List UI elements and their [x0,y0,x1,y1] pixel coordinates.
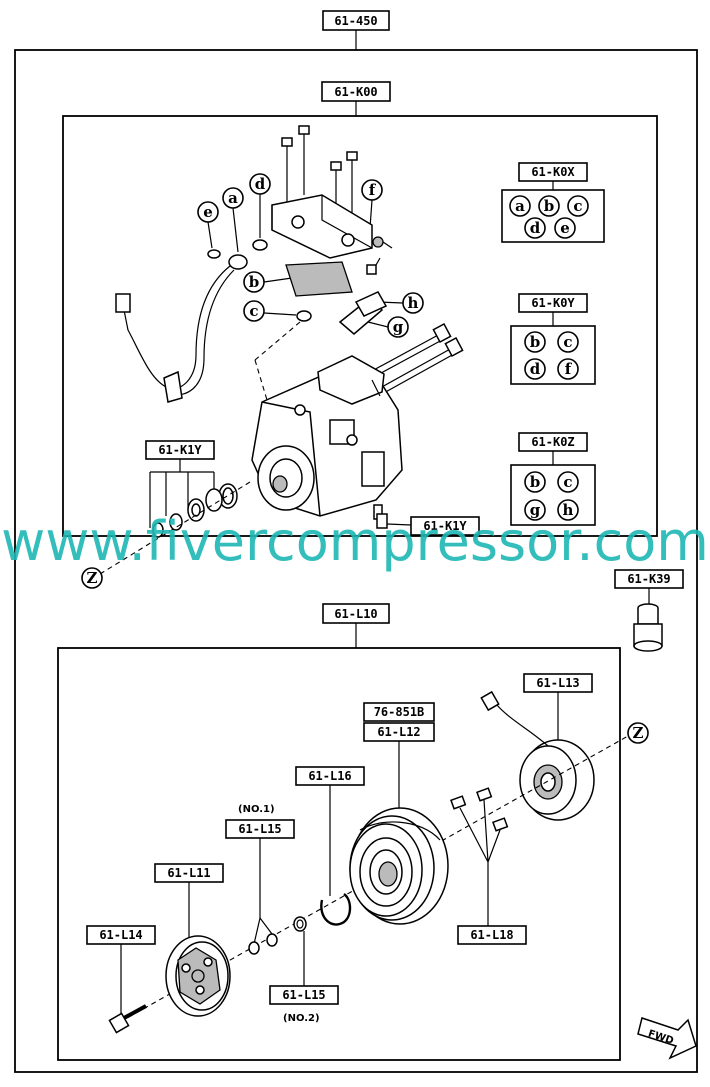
svg-text:61-K1Y: 61-K1Y [423,519,467,533]
label-kit-k1y-left[interactable]: 61-K1Y [145,440,215,460]
snapring-l16 [320,893,352,926]
compressor-group-frame [62,115,658,537]
svg-text:61-450: 61-450 [334,14,377,28]
shaft-seal-parts [99,459,251,575]
svg-text:61-L10: 61-L10 [334,607,377,621]
svg-text:61-K0X: 61-K0X [531,165,575,179]
svg-text:c: c [563,333,572,351]
kit-k0z-items: b c g h [524,471,579,521]
valve-block [271,194,393,259]
callout-g: g [367,316,409,338]
svg-text:f: f [369,181,377,199]
callout-d: d [249,173,271,238]
kit-k0y-items: b c d f [524,331,579,380]
svg-text:61-K1Y: 61-K1Y [158,443,202,457]
svg-text:61-K0Z: 61-K0Z [531,435,574,449]
label-hub-l11[interactable]: 61-L11 [154,863,224,944]
mounting-bolts [369,322,464,395]
svg-text:61-L11: 61-L11 [167,866,210,880]
callout-a: a [222,187,244,253]
note-no1: (NO.1) [238,804,275,815]
svg-text:Z: Z [87,569,98,587]
svg-text:61-L13: 61-L13 [536,676,579,690]
svg-text:61-L15: 61-L15 [282,988,325,1002]
drain-plug [376,513,412,529]
svg-text:76-851B: 76-851B [374,705,425,719]
kit-k0y[interactable]: 61-K0Y [510,293,596,385]
clutch-group-frame [57,647,621,1061]
callout-h: h [377,292,424,314]
callout-e: e [197,201,219,249]
label-compressor-group[interactable]: 61-K00 [321,81,391,102]
svg-text:61-L12: 61-L12 [377,725,420,739]
note-no2: (NO.2) [283,1013,320,1024]
fwd-arrow-icon: FWD [637,1017,697,1060]
svg-text:d: d [530,360,541,378]
svg-text:g: g [530,501,541,519]
svg-text:61-K39: 61-K39 [627,572,670,586]
label-shim-l15-no2[interactable]: 61-L15 [269,985,339,1005]
svg-text:b: b [249,273,260,291]
svg-text:61-L14: 61-L14 [99,928,142,942]
watermark: www.fivercompressor.com [1,510,709,573]
kit-k0z[interactable]: 61-K0Z [510,432,596,526]
callout-b: b [243,271,293,293]
plug-k39-part [633,603,663,652]
screws-l18 [450,787,509,926]
label-main-assembly[interactable]: 61-450 [322,10,390,31]
svg-text:c: c [249,302,258,320]
clutch-hub-l11 [165,935,231,1017]
oring-c [296,310,312,322]
svg-text:Z: Z [633,724,644,742]
thermal-sensor-wire [115,249,248,403]
svg-text:c: c [573,197,582,215]
label-bearing-l13[interactable]: 61-L13 [523,673,593,744]
svg-text:b: b [544,197,555,215]
svg-text:d: d [255,175,266,193]
pulley-l12 [349,807,449,925]
label-snapring-l16[interactable]: 61-L16 [295,766,365,896]
svg-text:61-L16: 61-L16 [308,769,351,783]
label-clutch-group[interactable]: 61-L10 [322,603,390,624]
label-bolt-l14[interactable]: 61-L14 [86,925,156,1020]
svg-text:b: b [530,473,541,491]
svg-text:a: a [228,189,238,207]
field-coil-l13 [480,690,595,821]
svg-text:e: e [560,219,570,237]
kit-k0x-items: a b c d e [509,195,589,239]
bracket-g-h [338,257,388,335]
ref-z-right: Z [627,722,649,744]
svg-text:f: f [565,360,573,378]
center-bolt-l14 [108,1004,147,1034]
ref-z-left: Z [81,567,103,589]
label-shim-l15-no1[interactable]: 61-L15 [225,819,295,945]
svg-text:g: g [393,318,404,336]
svg-text:61-K0Y: 61-K0Y [531,296,575,310]
svg-text:e: e [203,203,213,221]
svg-text:c: c [563,473,572,491]
shims-l15 [248,916,307,955]
svg-text:d: d [530,219,541,237]
label-pulley-alt[interactable]: 76-851B [363,702,435,722]
label-pulley-l12[interactable]: 61-L12 [363,722,435,812]
svg-text:h: h [408,294,419,312]
oring-d [252,239,268,251]
svg-text:61-L15: 61-L15 [238,822,281,836]
label-kit-k1y-right[interactable]: 61-K1Y [410,516,480,536]
label-plug-k39[interactable]: 61-K39 [614,569,684,604]
compressor-body [251,355,403,520]
svg-text:61-K00: 61-K00 [334,85,377,99]
callout-c: c [243,300,297,322]
label-screw-l18[interactable]: 61-L18 [457,925,527,945]
svg-text:h: h [563,501,574,519]
gasket-b [285,261,353,297]
svg-text:a: a [515,197,525,215]
svg-text:b: b [530,333,541,351]
svg-text:61-L18: 61-L18 [470,928,513,942]
